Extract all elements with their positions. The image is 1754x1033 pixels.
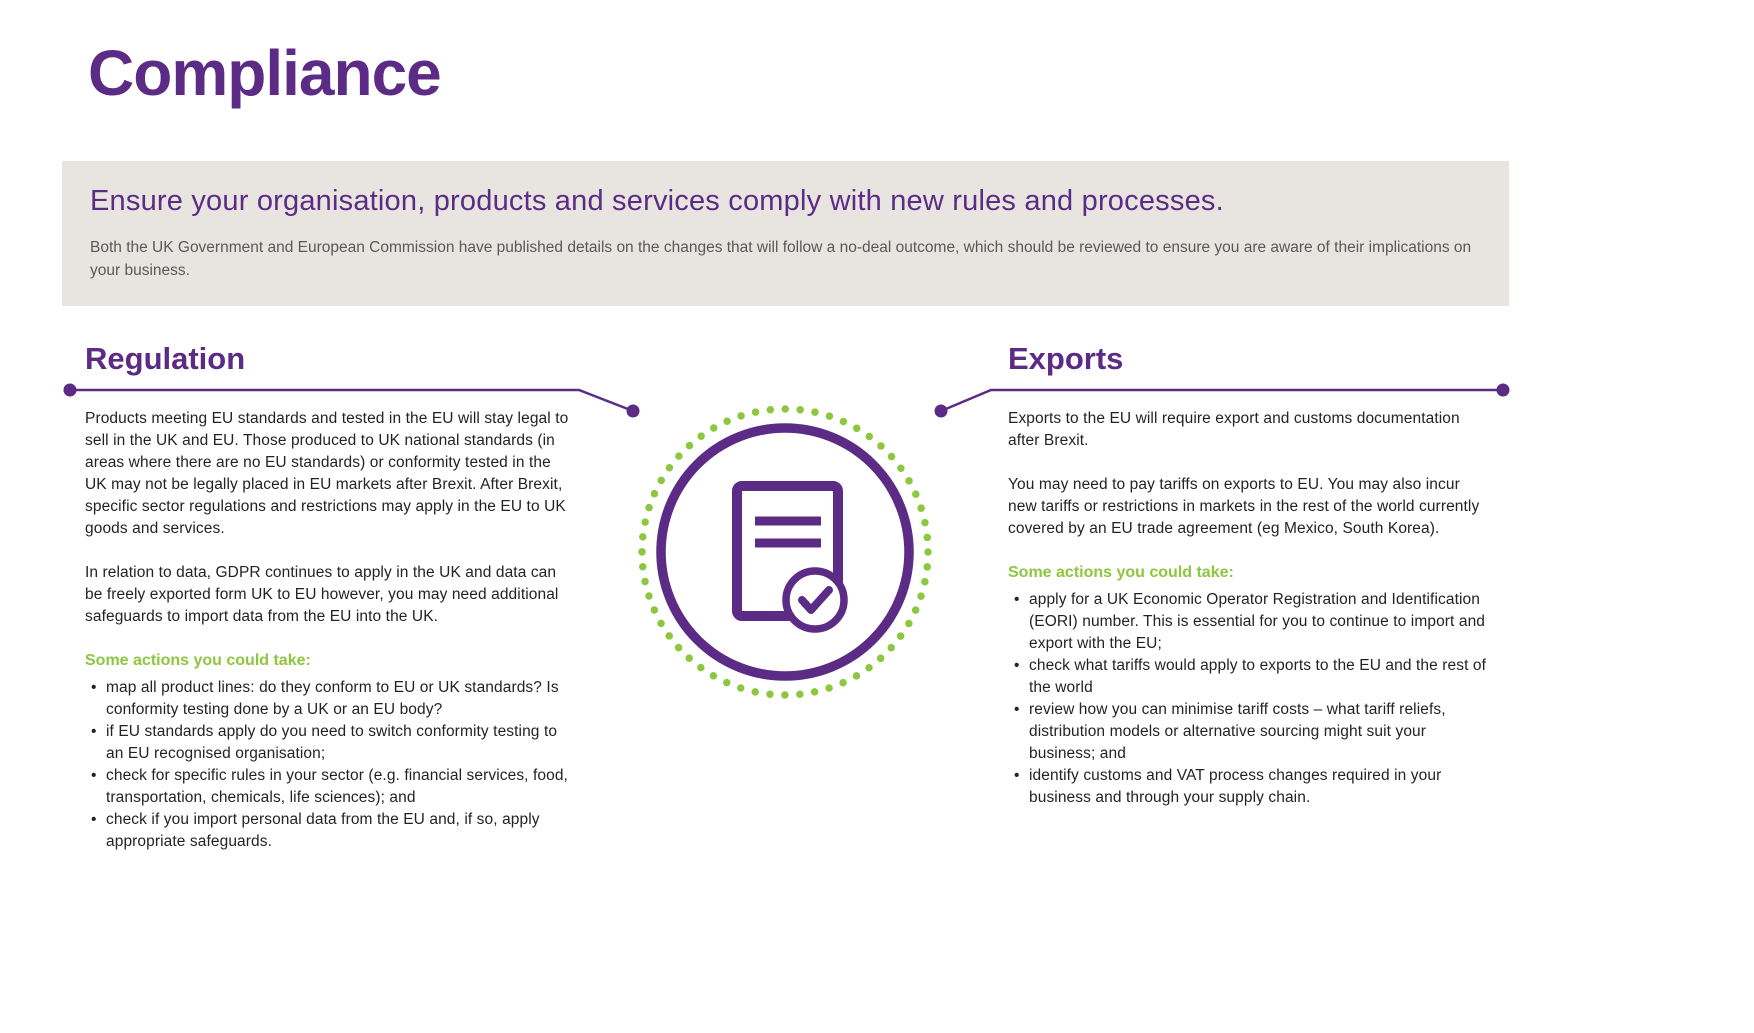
exports-actions-list: apply for a UK Economic Operator Registr… [1008, 589, 1490, 809]
section-heading-exports: Exports [1008, 341, 1124, 376]
regulation-actions-list: map all product lines: do they conform t… [85, 677, 571, 853]
exports-divider-line [934, 383, 1510, 418]
intro-headline: Ensure your organisation, products and s… [90, 185, 1224, 217]
list-item: if EU standards apply do you need to swi… [85, 721, 571, 765]
divider-line-right [934, 383, 1510, 418]
list-item: identify customs and VAT process changes… [1008, 765, 1490, 809]
exports-paragraph: Exports to the EU will require export an… [1008, 410, 1460, 449]
list-item: map all product lines: do they conform t… [85, 677, 571, 721]
compliance-icon [633, 400, 937, 704]
regulation-paragraph: Products meeting EU standards and tested… [85, 410, 569, 537]
intro-banner: Ensure your organisation, products and s… [62, 161, 1509, 306]
regulation-actions-label: Some actions you could take: [85, 652, 311, 669]
exports-actions-label: Some actions you could take: [1008, 564, 1234, 581]
divider-line-left [63, 383, 640, 418]
list-item: check if you import personal data from t… [85, 809, 571, 853]
regulation-paragraph: In relation to data, GDPR continues to a… [85, 564, 559, 625]
list-item: apply for a UK Economic Operator Registr… [1008, 589, 1490, 655]
list-item: check for specific rules in your sector … [85, 765, 571, 809]
document-with-checkmark-icon [656, 423, 914, 681]
list-item: review how you can minimise tariff costs… [1008, 699, 1490, 765]
list-item: check what tariffs would apply to export… [1008, 655, 1490, 699]
intro-body: Both the UK Government and European Comm… [90, 239, 1472, 279]
exports-paragraph: You may need to pay tariffs on exports t… [1008, 476, 1480, 537]
section-heading-regulation: Regulation [85, 341, 246, 376]
page-title: Compliance [88, 37, 442, 109]
regulation-divider-line [63, 383, 640, 418]
dotted-ring-decoration [638, 405, 932, 699]
regulation-column: Products meeting EU standards and tested… [85, 408, 571, 853]
exports-column: Exports to the EU will require export an… [1008, 408, 1490, 809]
